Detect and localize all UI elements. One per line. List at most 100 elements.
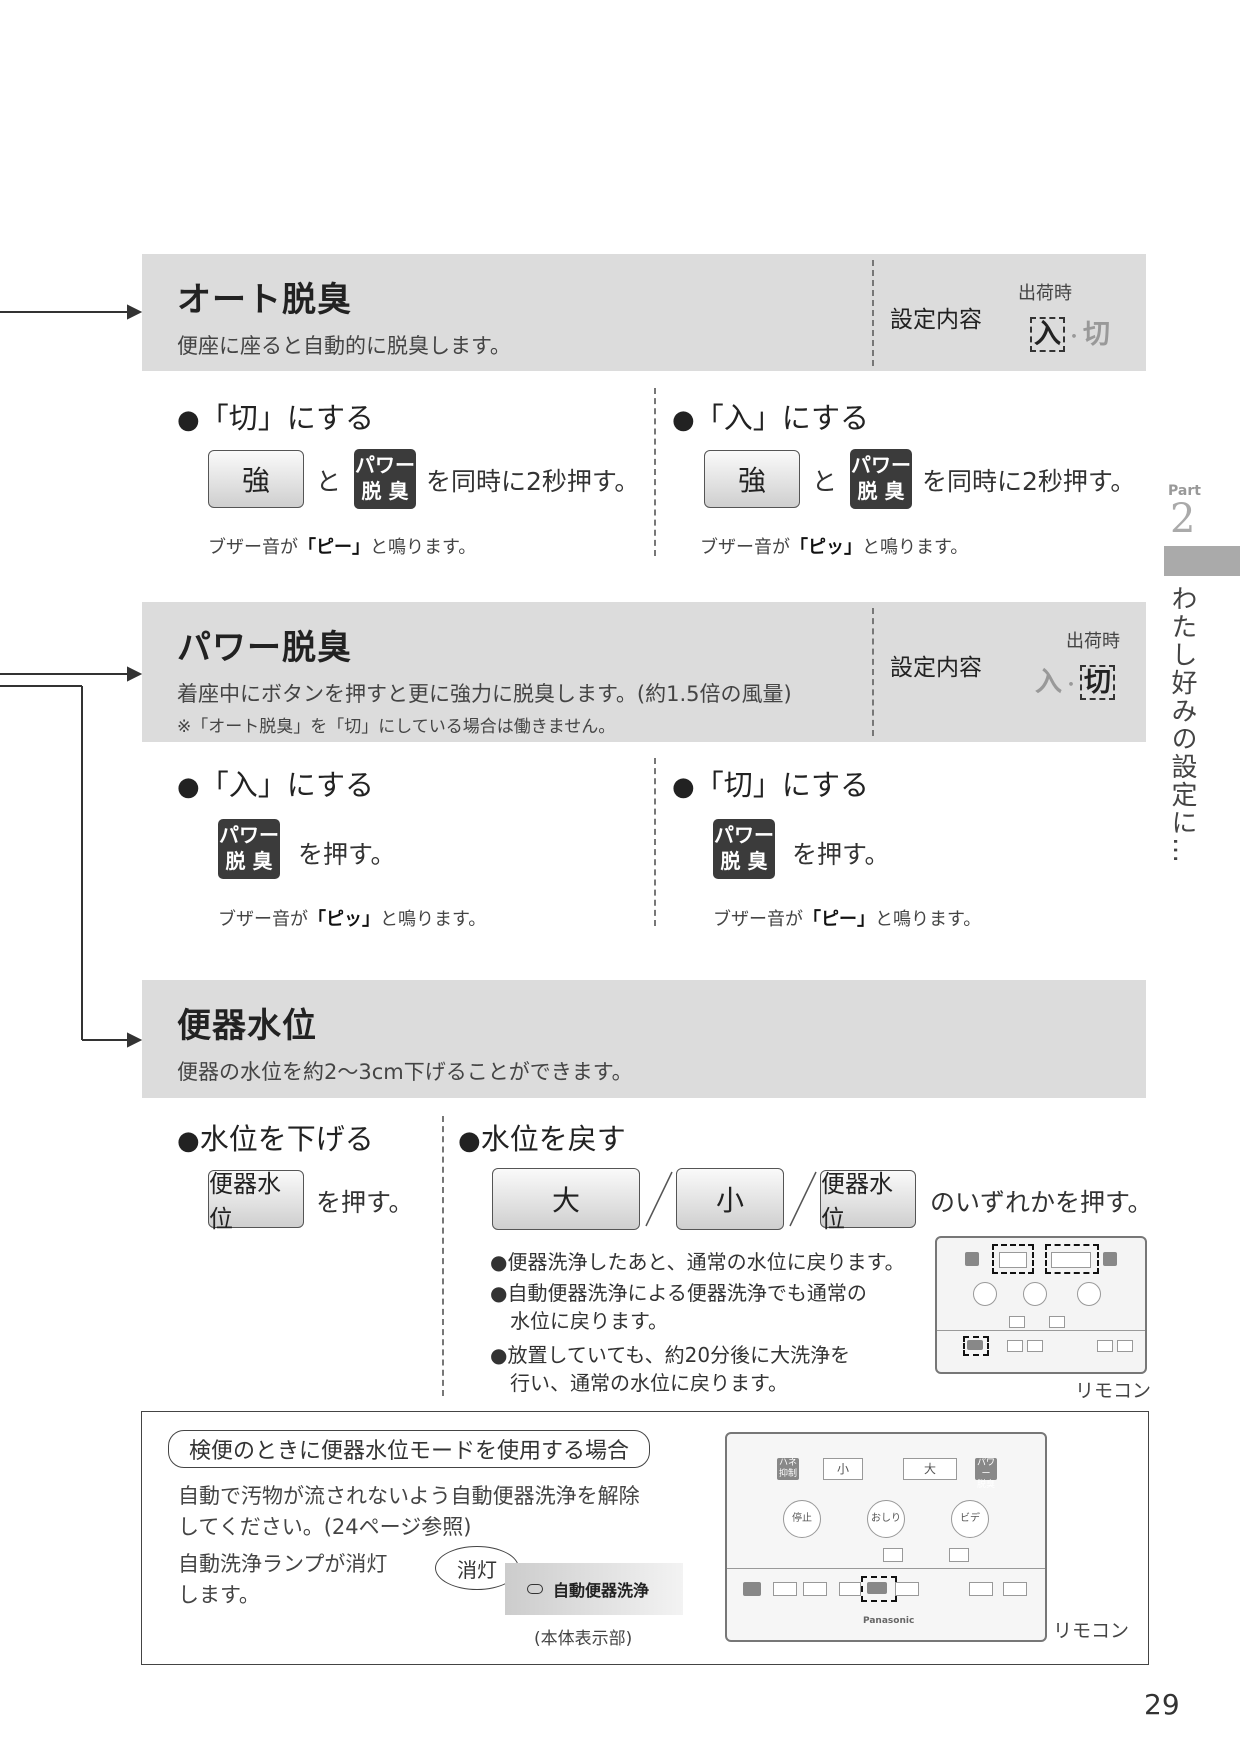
power-mid-divider [654,758,656,926]
remote-mini-pwr [1103,1252,1117,1266]
auto-shipped-label: 出荷時 [1018,283,1072,304]
large-flush-button[interactable]: 大 [492,1168,640,1230]
auto-flush-label: 自動便器洗浄 [553,1581,650,1600]
remote-select-small [992,1244,1034,1274]
auto-on-heading: ●「入」にする [672,401,869,435]
remote-mini-row [1009,1316,1025,1328]
power-deodorize-button-2[interactable]: パワー脱 臭 [850,449,912,509]
power-deodorize-note: ※「オート脱臭」を「切」にしている場合は働きません。 [177,717,616,737]
remote-mini-stop [973,1282,997,1306]
water-level-button-2[interactable]: 便器水位 [820,1170,916,1233]
remote-mini-bide [1077,1282,1101,1306]
water-mid-divider [442,1116,444,1396]
remote-b5 [969,1582,993,1596]
water-bullet-1: ●便器洗浄したあと、通常の水位に戻ります。 [490,1250,905,1274]
remote-mini-large [1051,1252,1091,1268]
press-together-text: を同時に2秒押す。 [426,467,640,496]
and-text: と [316,467,342,496]
press-text-3: を押す。 [316,1188,414,1217]
part-number: 2 [1170,496,1196,542]
side-tab-bar [1164,546,1240,576]
off-bubble: 消灯 [435,1546,519,1590]
either-text: のいずれかを押す。 [930,1188,1153,1217]
water-level-band [142,980,1146,1098]
power-on-buzz: ブザー音が「ピッ」と鳴ります。 [218,909,487,930]
power-deodorize-band [142,602,1146,742]
restore-water-heading: ●水位を戻す [458,1122,626,1156]
page-number: 29 [1144,1688,1180,1721]
remote-weak-button [883,1548,903,1562]
water-level-desc: 便器の水位を約2〜3cm下げることができます。 [177,1060,633,1084]
remote-small-button: 小 [823,1458,863,1480]
remote-mini-b2 [1027,1340,1043,1352]
power-setting-options: 入・切 [1035,660,1115,700]
stool-test-line1: 自動で汚物が流されないよう自動便器洗浄を解除 [178,1484,640,1508]
power-setting-label: 設定内容 [890,655,982,681]
remote-oshiri-button: おしり [867,1500,905,1538]
remote-large-bottom-line [727,1568,1045,1569]
remote-mini-row-2 [1049,1316,1065,1328]
auto-off-buzz: ブザー音が「ピー」と鳴ります。 [208,537,477,558]
remote-mini-hane [965,1252,979,1266]
auto-deodorize-title: オート脱臭 [177,280,352,320]
press-together-text-2: を同時に2秒押す。 [922,467,1136,496]
remote-illustration-large: ハネ抑制 小 大 パワー脱臭 停止 おしり ビデ Panasonic [725,1432,1047,1642]
remote-b6 [1003,1582,1027,1596]
slash-divider-2 [789,1171,817,1227]
remote-stop-button: 停止 [783,1500,821,1538]
remote-select-autoflush [861,1576,897,1602]
auto-divider [872,260,874,366]
power-option-on: 入 [1035,667,1062,698]
power-divider [872,608,874,736]
stool-test-line2: してください。(24ページ参照) [178,1515,472,1539]
power-shipped-label: 出荷時 [1066,631,1120,652]
power-deodorize-button-4[interactable]: パワー脱 臭 [713,819,775,879]
stool-test-box [141,1411,1149,1665]
auto-off-heading: ●「切」にする [177,401,374,435]
lower-water-heading: ●水位を下げる [177,1122,374,1156]
remote-strong-button [949,1548,969,1562]
remote-hane-button: ハネ抑制 [777,1458,799,1480]
remote-b2 [803,1582,827,1596]
remote-mini-b4 [1117,1340,1133,1352]
part-label: Part [1168,483,1201,499]
remote-mini-b1 [1007,1340,1023,1352]
stool-test-line3: 自動洗浄ランプが消灯 [178,1552,388,1576]
remote-b1 [773,1582,797,1596]
water-bullet-3: ●放置していても、約20分後に大洗浄を行い、通常の水位に戻ります。 [490,1343,851,1395]
power-deodorize-desc: 着座中にボタンを押すと更に強力に脱臭します。(約1.5倍の風量) [177,682,792,706]
strong-button-2[interactable]: 強 [704,450,800,508]
stool-test-title: 検便のときに便器水位モードを使用する場合 [168,1430,651,1468]
remote-label-small: リモコン [1075,1380,1152,1402]
remote-pwr-button: パワー脱臭 [975,1458,997,1490]
lamp-icon [527,1584,543,1594]
remote-lock-button [743,1582,761,1596]
auto-deodorize-desc: 便座に座ると自動的に脱臭します。 [177,334,511,358]
remote-illustration-small [935,1236,1147,1374]
remote-mini-oshiri [1023,1282,1047,1306]
remote-b3 [839,1582,861,1596]
and-text-2: と [812,467,838,496]
auto-mid-divider [654,388,656,556]
remote-select-large [1045,1244,1099,1274]
strong-button[interactable]: 強 [208,450,304,508]
remote-brand: Panasonic [863,1616,915,1626]
press-text: を押す。 [298,840,396,869]
auto-deodorize-band [142,254,1146,371]
connector-lines [0,304,143,1048]
remote-bide-button: ビデ [951,1500,989,1538]
power-deodorize-button[interactable]: パワー脱 臭 [354,449,416,509]
power-off-buzz: ブザー音が「ピー」と鳴ります。 [713,909,982,930]
water-level-button[interactable]: 便器水位 [208,1170,304,1233]
remote-b4 [895,1582,919,1596]
power-deodorize-button-3[interactable]: パワー脱 臭 [218,819,280,879]
remote-large-button: 大 [903,1458,957,1480]
small-flush-button[interactable]: 小 [676,1168,784,1230]
auto-setting-label: 設定内容 [890,307,982,333]
slash-divider [645,1171,673,1227]
display-caption: (本体表示部) [534,1629,633,1649]
power-option-off: 切 [1080,665,1115,700]
remote-mini-water [967,1340,983,1350]
water-level-title: 便器水位 [177,1006,317,1046]
remote-select-water [963,1336,989,1356]
